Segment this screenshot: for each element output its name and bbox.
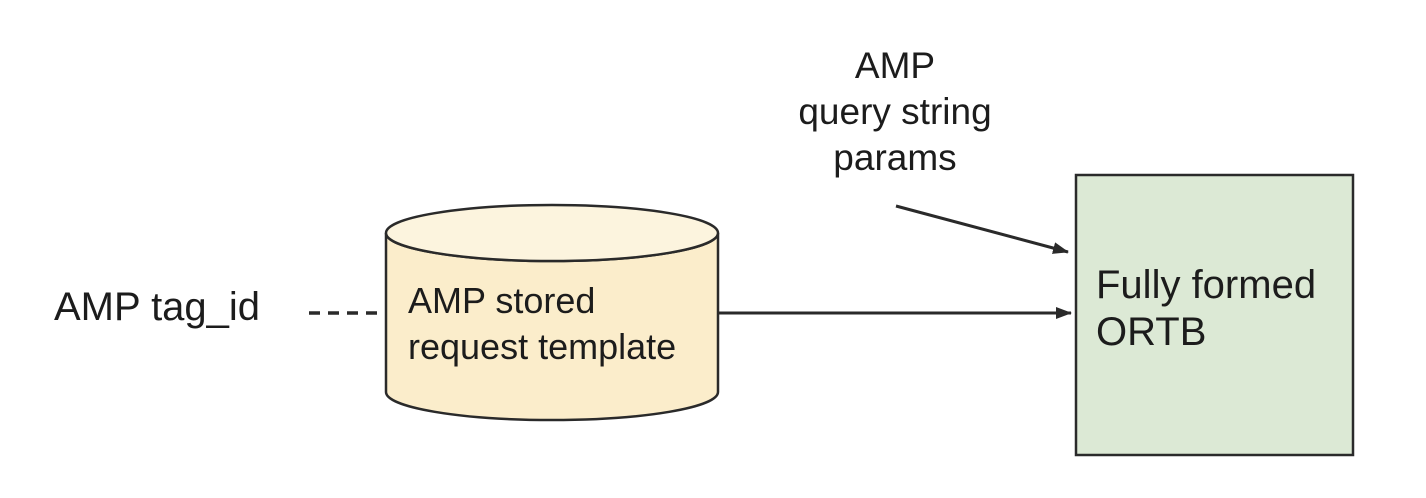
db-cylinder-label: AMP stored request template	[408, 280, 677, 367]
query-params-label: AMP query string params	[798, 45, 992, 178]
ortb-box	[1074, 173, 1355, 457]
ortb-box-label: Fully formed ORTB	[1096, 263, 1317, 354]
connector-params-to-ortb	[895, 204, 1069, 254]
tag-id-label: AMP tag_id	[54, 285, 261, 329]
db-cylinder-top	[384, 203, 720, 263]
